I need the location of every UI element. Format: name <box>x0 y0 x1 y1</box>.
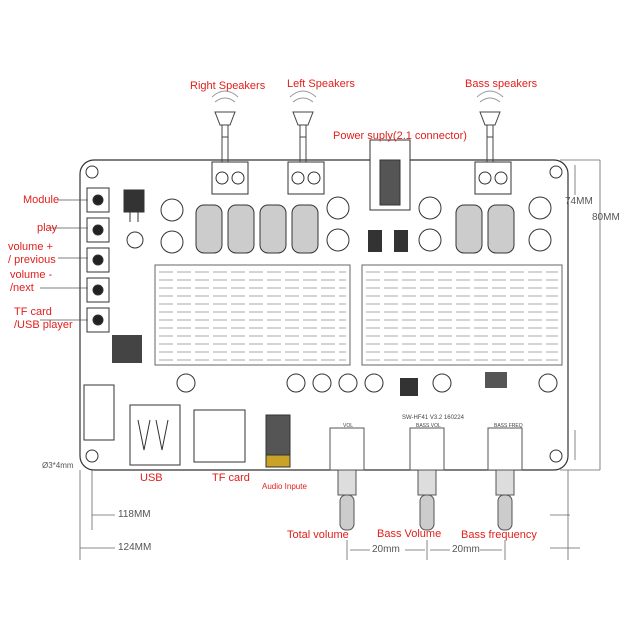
usb-label: USB <box>140 472 163 484</box>
dimension-124mm: 124MM <box>118 542 152 553</box>
button-play-label: play <box>37 222 58 234</box>
voltage-regulator <box>123 189 145 222</box>
tact-buttons <box>86 187 110 333</box>
dimension-spacing-1: 20mm <box>372 544 400 555</box>
tf-card-port-label: TF card <box>212 472 250 484</box>
bass-speakers-label: Bass speakers <box>465 78 538 90</box>
power-connector <box>369 139 411 211</box>
bass-vol-silkscreen: BASS VOL <box>416 423 441 429</box>
right-speakers-label: Right Speakers <box>190 80 266 92</box>
button-usb-player-label: /USB player <box>14 319 73 331</box>
ic-u5 <box>400 378 418 396</box>
capacitors <box>126 196 552 254</box>
leader-lines <box>40 199 88 321</box>
power-regulator <box>368 230 408 252</box>
power-supply-label: Power suply(2.1 connector) <box>333 130 467 142</box>
mount-hole-bl <box>85 449 99 463</box>
audio-jack <box>265 414 291 468</box>
dimension-118mm: 118MM <box>118 509 151 520</box>
heatsink-right <box>361 264 563 366</box>
usb-port <box>129 404 181 466</box>
mount-hole-tl <box>85 165 99 179</box>
left-speakers-label: Left Speakers <box>287 78 355 90</box>
button-module-label: Module <box>23 194 60 206</box>
dimension-lines <box>79 159 601 560</box>
tf-card-slot <box>193 409 246 463</box>
potentiometer-bass-frequency <box>487 427 523 531</box>
small-caps <box>176 373 558 393</box>
bass-volume-label: Bass Volume <box>377 528 442 540</box>
vol-silkscreen: VOL <box>343 423 354 429</box>
terminal-block-right <box>211 161 249 195</box>
bass-freq-silkscreen: BASS FREQ <box>494 423 523 429</box>
mount-hole-br <box>549 449 563 463</box>
button-tf-card-label: TF card <box>14 306 52 318</box>
terminal-block-bass <box>474 161 512 195</box>
dimension-74mm: 74MM <box>565 196 593 207</box>
board-model-text: SW-HF41 V3.2 160224 <box>402 415 464 421</box>
button-volume-plus-label: volume + <box>8 241 53 253</box>
button-next-label: /next <box>10 282 34 294</box>
potentiometer-total-volume <box>329 427 365 531</box>
total-volume-label: Total volume <box>287 529 349 541</box>
dimension-spacing-2: 20mm <box>452 544 480 555</box>
bluetooth-antenna <box>83 384 115 441</box>
button-previous-label: / previous <box>8 254 56 266</box>
heatsink-left <box>154 264 351 366</box>
inductors <box>195 204 515 254</box>
potentiometer-bass-volume <box>409 427 445 531</box>
audio-input-label: Audio Inpute <box>262 482 307 491</box>
speaker-wires <box>221 137 494 165</box>
bass-frequency-label: Bass frequency <box>461 529 537 541</box>
dimension-80mm: 80MM <box>592 212 620 223</box>
dimension-hole: Ø3*4mm <box>42 461 74 470</box>
right-speaker-icon <box>211 90 239 138</box>
button-volume-minus-label: volume - <box>10 269 53 281</box>
left-speaker-icon <box>289 90 317 138</box>
bass-speaker-icon <box>476 90 504 138</box>
mount-hole-tr <box>549 165 563 179</box>
heatsink-fins <box>159 271 558 361</box>
ic-u3 <box>485 372 507 388</box>
mcu-chip <box>112 335 142 363</box>
terminal-block-left <box>287 161 325 195</box>
